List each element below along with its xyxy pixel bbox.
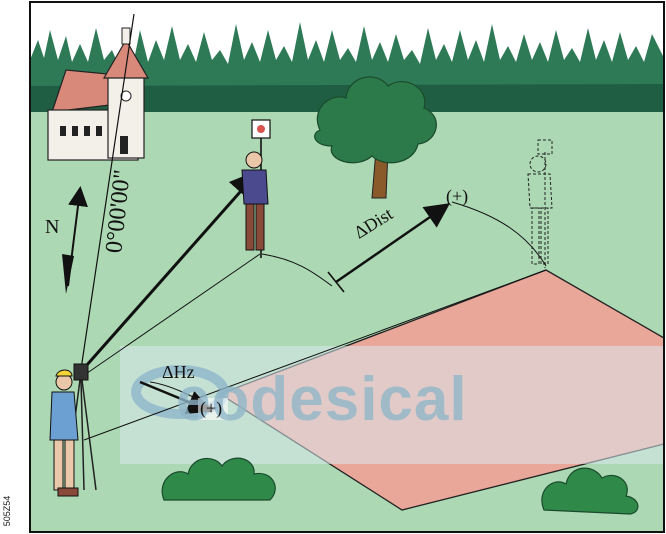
watermark-text: eodesical bbox=[176, 365, 468, 434]
target-person-outline bbox=[527, 139, 553, 268]
surveyor bbox=[49, 363, 97, 497]
label-plus-bottom: (+) bbox=[200, 398, 223, 418]
label-delta-hz: ΔHz bbox=[162, 362, 195, 382]
plus-bottom-bg bbox=[198, 398, 228, 420]
arrow-delta-dist bbox=[335, 203, 451, 284]
north-arrow bbox=[62, 186, 88, 294]
deciduous-tree bbox=[314, 76, 437, 199]
figure-code: 505Z54 bbox=[2, 495, 12, 527]
watermark-g-mark bbox=[131, 365, 229, 419]
bush-left bbox=[161, 457, 276, 501]
arrow-to-staff bbox=[84, 169, 260, 367]
tick-delta-dist-start bbox=[327, 271, 345, 293]
staff-person bbox=[241, 119, 271, 258]
bush-right bbox=[541, 467, 639, 515]
label-plus-top: (+) bbox=[446, 186, 469, 206]
arrow-delta-hz bbox=[139, 380, 213, 414]
label-north: N bbox=[45, 216, 60, 238]
figure-frame bbox=[29, 1, 665, 533]
